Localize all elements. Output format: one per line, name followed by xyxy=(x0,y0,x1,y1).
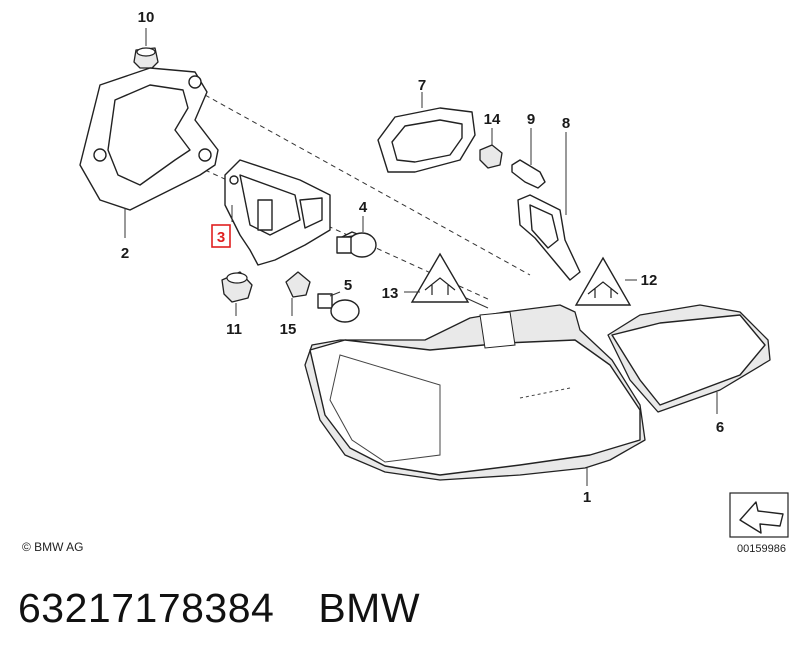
assembly-line-upper xyxy=(204,94,531,276)
part-10-grommet xyxy=(133,28,159,69)
brand-name: BMW xyxy=(318,585,421,631)
part-4-bulb xyxy=(336,216,377,258)
part-number: 63217178384 xyxy=(18,585,275,631)
part-9-bulb xyxy=(511,128,546,189)
callout-13: 13 xyxy=(382,285,399,302)
callout-2: 2 xyxy=(121,245,129,262)
callout-1: 1 xyxy=(583,489,591,506)
part-14-holder xyxy=(479,128,503,169)
callout-3: 3 xyxy=(217,229,225,246)
copyright-text: © BMW AG xyxy=(22,540,84,554)
part-2-gasket xyxy=(79,67,219,238)
warning-triangle-icon xyxy=(574,256,637,306)
warning-triangle-icon xyxy=(404,252,489,309)
callout-8: 8 xyxy=(562,115,570,132)
part-6-inner-lamp xyxy=(607,304,771,414)
callout-10: 10 xyxy=(138,9,155,26)
callout-15: 15 xyxy=(280,321,297,338)
part-15-holder xyxy=(285,271,311,316)
callout-9: 9 xyxy=(527,111,535,128)
part-1-outer-lamp xyxy=(304,304,646,486)
part-3-bulb-holder xyxy=(224,159,331,266)
callout-6: 6 xyxy=(716,419,724,436)
part-11-socket xyxy=(221,271,253,316)
callout-12: 12 xyxy=(641,272,658,289)
part-5-bulb xyxy=(317,291,360,323)
part-7-seal xyxy=(377,92,476,173)
callout-3-highlight xyxy=(211,224,231,248)
callout-14: 14 xyxy=(484,111,501,128)
diagram-id: 00159986 xyxy=(737,543,786,555)
footer: 63217178384 BMW xyxy=(18,585,464,632)
callout-5: 5 xyxy=(344,277,352,294)
part-8-bracket xyxy=(517,132,581,281)
callout-7: 7 xyxy=(418,77,426,94)
callout-4: 4 xyxy=(359,199,368,216)
direction-arrow-icon xyxy=(729,492,789,538)
callout-11: 11 xyxy=(226,321,242,338)
parts-diagram: 10 2 3 11 15 4 5 7 14 9 8 13 12 6 1 xyxy=(79,9,789,538)
